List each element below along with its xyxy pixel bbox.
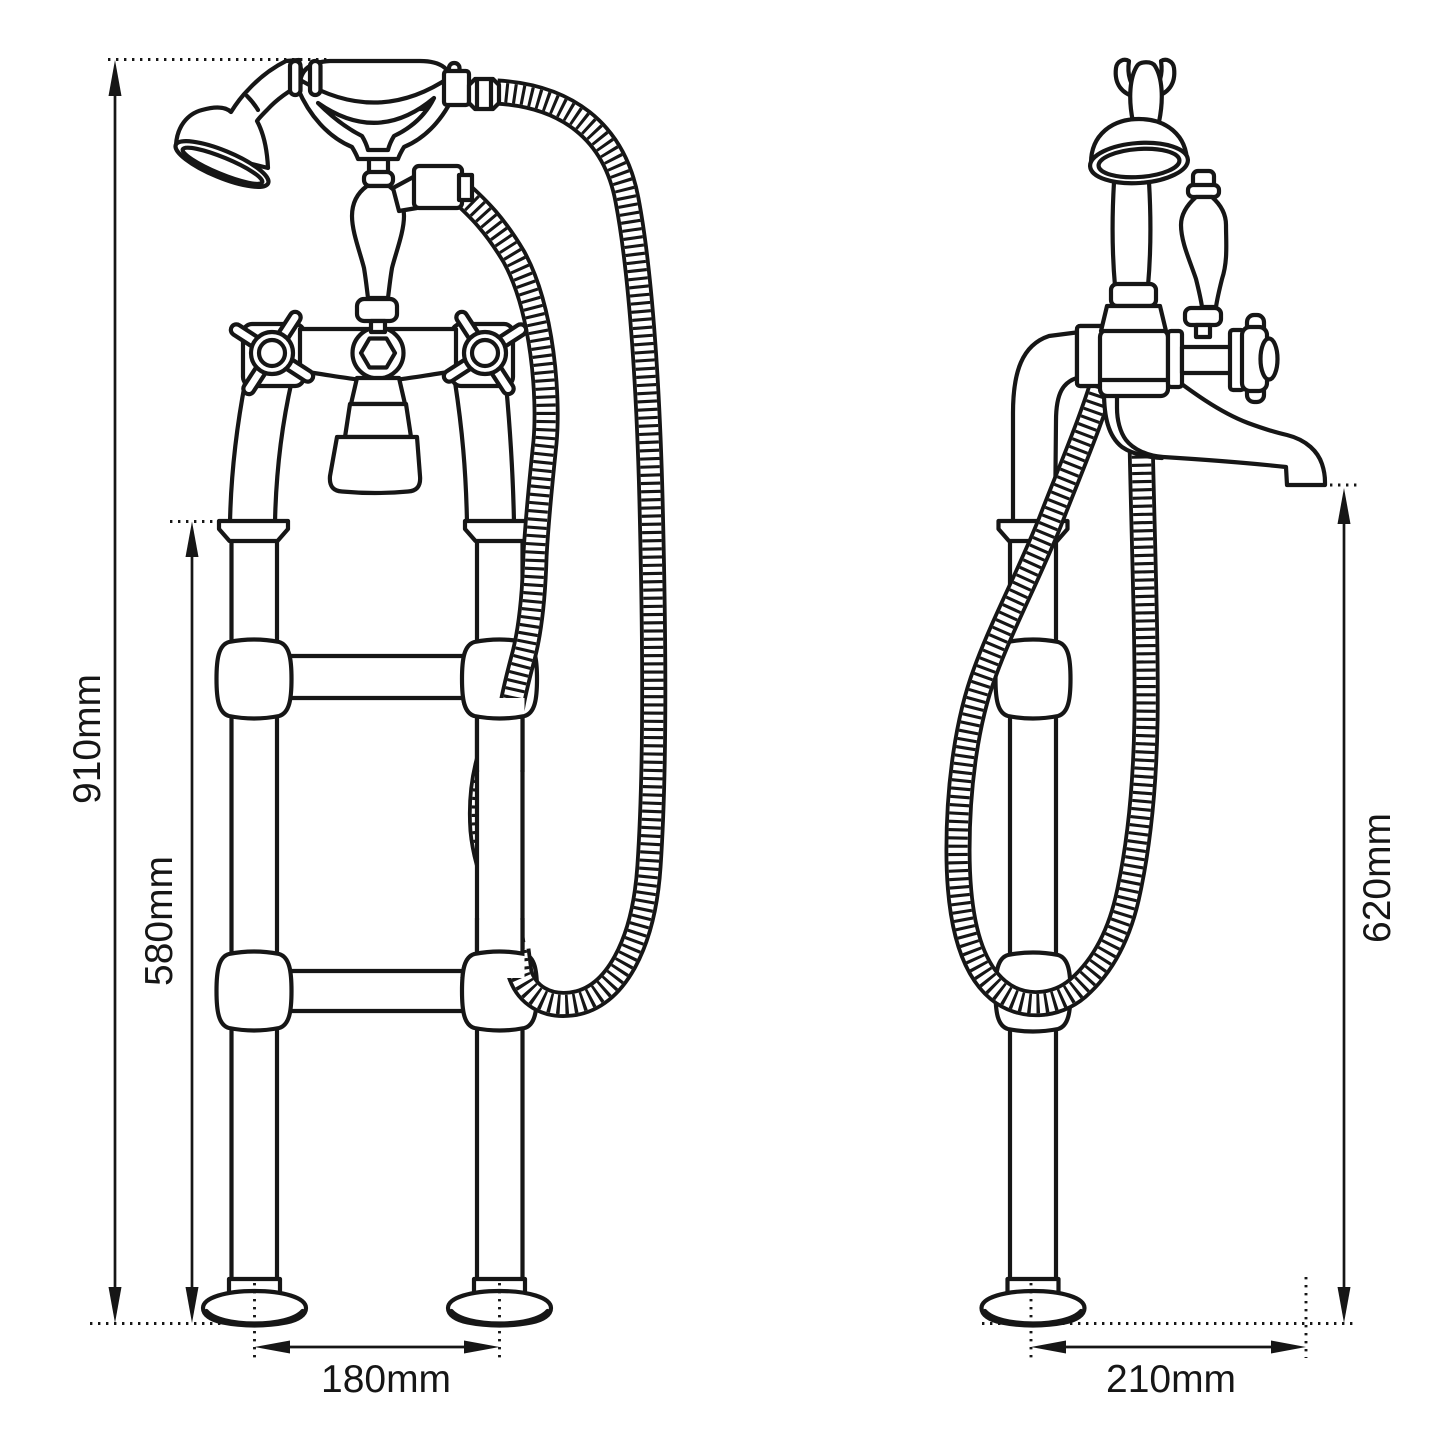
dim-spout-projection: 210mm xyxy=(1029,1277,1308,1401)
dim-label-620mm: 620mm xyxy=(1356,813,1399,943)
dim-leg-centres: 180mm xyxy=(253,1283,501,1401)
hose-connector-shape-3 xyxy=(474,77,494,111)
side-body-and-spout xyxy=(1074,323,1328,488)
side-cross-handle xyxy=(1165,312,1280,405)
dim-leg-centres-shape-4 xyxy=(254,1340,290,1354)
dim-leg-centres-shape-5 xyxy=(464,1340,500,1354)
lower-left-socket xyxy=(217,952,292,1031)
hose-outlet-adapter xyxy=(390,163,475,214)
diverter-lever-side xyxy=(1178,168,1229,340)
dim-standpipe-height: 580mm xyxy=(138,520,222,1323)
hose-connector-shape-1 xyxy=(441,68,472,108)
handset-head-shape-2 xyxy=(244,93,261,113)
centre-hex-nut xyxy=(358,336,398,370)
side-view xyxy=(958,57,1328,1326)
dim-overall-height-shape-4 xyxy=(108,60,122,96)
handset-head-shape-4 xyxy=(180,145,265,187)
dim-spout-height-shape-4 xyxy=(1337,488,1351,524)
dim-standpipe-height-shape-4 xyxy=(185,1287,199,1323)
side-elbow-pipe xyxy=(1010,329,1083,526)
front-left-upper-leg xyxy=(227,375,295,526)
spout-neck xyxy=(348,375,408,407)
side-standpipe-shape-5 xyxy=(982,1279,1085,1326)
front-right-foot xyxy=(448,1279,551,1326)
diverter-lever-front xyxy=(349,153,407,335)
diverter-lever-side-shape-4 xyxy=(1182,305,1224,328)
diverter-lever-front-shape-4 xyxy=(354,296,400,324)
handset-and-cradle xyxy=(173,57,502,189)
spout-collar xyxy=(342,401,414,440)
hose-connector xyxy=(441,68,502,112)
dim-spout-height-shape-5 xyxy=(1337,1287,1351,1323)
side-hook-post xyxy=(1128,60,1164,125)
dim-label-210mm: 210mm xyxy=(1106,1358,1236,1401)
diverter-lever-side-shape-3 xyxy=(1178,194,1229,310)
front-right-upper-leg xyxy=(452,379,517,526)
right-leg-hose-occlusion xyxy=(462,640,525,1031)
right-leg-hose-occlusion-shape-1 xyxy=(479,719,521,770)
upper-left-socket xyxy=(217,640,292,719)
side-handset-head-shape-6 xyxy=(1096,146,1182,180)
side-handset-head xyxy=(1087,57,1191,334)
hose-outlet-adapter-shape-2 xyxy=(411,163,465,211)
right-leg-hose-occlusion-shape-4 xyxy=(474,918,525,952)
dim-label-580mm: 580mm xyxy=(138,856,181,986)
handset-head xyxy=(173,57,307,189)
handset-cradle-shape-3 xyxy=(307,58,323,98)
dim-overall-height: 910mm xyxy=(66,58,331,1325)
front-legs xyxy=(203,375,551,1326)
handset-cradle-shape-2 xyxy=(287,58,303,98)
shower-hose-front xyxy=(459,92,654,1031)
side-neck xyxy=(1110,179,1153,289)
hose-connector-shape-2 xyxy=(466,76,502,112)
front-left-foot xyxy=(203,1279,306,1326)
handset-cradle-shape-1 xyxy=(295,74,461,162)
side-handset-head-shape-2 xyxy=(1098,303,1169,334)
side-standpipe xyxy=(982,521,1085,1326)
dim-spout-projection-shape-4 xyxy=(1031,1340,1066,1354)
side-spout xyxy=(1114,365,1328,488)
lower-cross-brace xyxy=(285,968,469,1014)
hose-outlet-adapter-shape-3 xyxy=(456,172,475,203)
dim-label-910mm: 910mm xyxy=(66,674,109,804)
handset-head-shape-3 xyxy=(173,139,271,189)
dim-standpipe-height-shape-3 xyxy=(185,521,199,557)
dim-overall-height-shape-5 xyxy=(108,1287,122,1323)
front-left-flange xyxy=(219,521,288,541)
side-valve-body xyxy=(1097,327,1171,399)
dim-spout-height: 620mm xyxy=(982,483,1399,1325)
upper-cross-brace xyxy=(285,653,469,701)
dim-label-180mm: 180mm xyxy=(321,1358,451,1401)
dim-spout-projection-shape-5 xyxy=(1271,1340,1306,1354)
right-leg-hose-occlusion-shape-3 xyxy=(479,920,521,952)
spout-skirt xyxy=(327,434,423,496)
diverter-lever-front-shape-5 xyxy=(368,318,388,335)
front-view xyxy=(173,57,654,1326)
dimension-annotations: 910mm 580mm 180mm 620mm xyxy=(66,58,1399,1401)
side-handset-head-shape-1 xyxy=(1108,281,1159,309)
right-leg-hose-occlusion-shape-2 xyxy=(474,715,525,772)
side-cross-handle-shape-7 xyxy=(1258,336,1280,382)
diverter-lever-side-shape-5 xyxy=(1193,322,1213,340)
side-cross-handle-shape-2 xyxy=(1179,344,1237,376)
